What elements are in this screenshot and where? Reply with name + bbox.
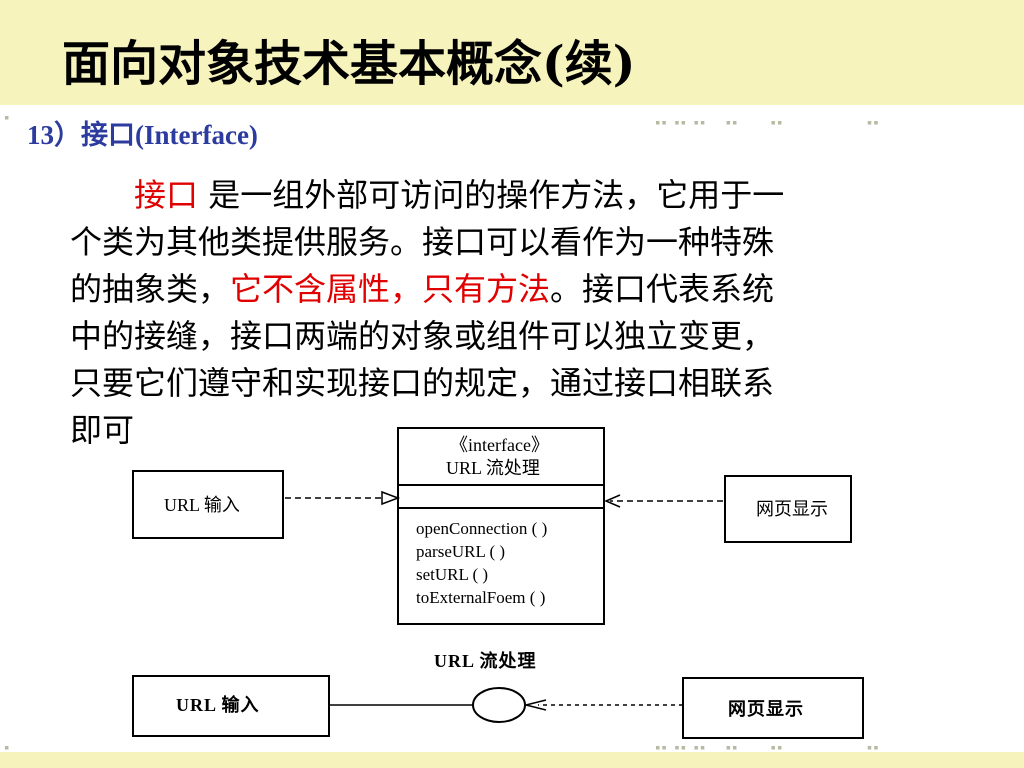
left-box-frame [132,470,284,539]
decorative-dots: ▪ [4,743,11,753]
paragraph-line: 中的接缝，接口两端的对象或组件可以独立变更， [70,317,775,355]
page-title: 面向对象技术基本概念(续) [62,36,636,92]
title-banner [0,0,1024,105]
right-box-label: 网页显示 [756,499,828,519]
interface-class-name: URL 流处理 [446,458,540,478]
diagram-lines [132,427,864,739]
uml-interface-diagram: 《interface》 URL 流处理 openConnection ( ) p… [128,424,868,744]
interface-box-frame [397,427,605,625]
realization-arrowhead [381,490,401,506]
left-box-label: URL 输入 [176,695,260,715]
paragraph-text: 的抽象类， [70,270,231,308]
paragraph-line: 即可 [70,411,135,449]
decorative-dots: ▪ [4,113,11,123]
highlight-phrase: 它不含属性，只有方法 [230,270,551,308]
paragraph-line: 接口 是一组外部可访问的操作方法，它用于一 [70,172,965,219]
method-item: parseURL ( ) [416,542,506,561]
left-box-label: URL 输入 [164,495,240,515]
lollipop-interface [472,687,526,723]
highlight-term: 接口 [134,176,199,214]
right-box-frame [724,475,852,543]
dependency-arrowhead [604,494,621,508]
decorative-dots: ▪▪ ▪▪ ▪▪ ▪▪ ▪▪ ▪▪ [655,743,880,753]
paragraph-line: 的抽象类，它不含属性，只有方法。接口代表系统 [70,266,965,313]
decorative-dots: ▪▪ ▪▪ ▪▪ ▪▪ ▪▪ ▪▪ [655,118,880,128]
dependency-arrowhead [525,699,547,711]
paragraph-line: 只要它们遵守和实现接口的规定，通过接口相联系 [70,364,775,402]
right-box-frame [682,677,864,739]
paragraph-text: 。接口代表系统 [550,270,775,308]
method-item: toExternalFoem ( ) [416,588,546,607]
interface-label: URL 流处理 [434,651,537,671]
paragraph-text: 是一组外部可访问的操作方法，它用于一 [198,176,785,214]
paragraph-line: 个类为其他类提供服务。接口可以看作为一种特殊 [70,223,775,261]
body-paragraph: 接口 是一组外部可访问的操作方法，它用于一 个类为其他类提供服务。接口可以看作为… [70,172,965,454]
right-box-label: 网页显示 [728,699,804,719]
stereotype-label: 《interface》 [450,435,549,455]
method-item: openConnection ( ) [416,519,548,538]
method-item: setURL ( ) [416,565,489,584]
left-box-frame [132,675,330,737]
bottom-band [0,752,1024,768]
section-heading: 13）接口(Interface) [27,120,258,150]
